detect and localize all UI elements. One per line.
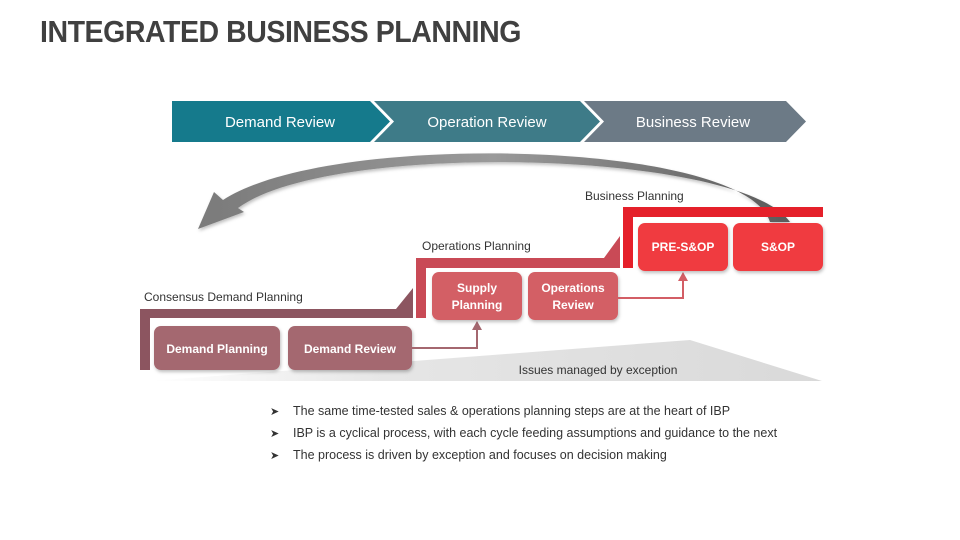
chevron-label-demand-review: Demand Review (225, 114, 335, 131)
box-label-demand-planning: Demand Planning (166, 342, 267, 356)
box-label-demand-review: Demand Review (304, 342, 397, 356)
step-frame-business (623, 207, 823, 268)
box-supply-planning (432, 272, 522, 320)
chevron-label-operation-review: Operation Review (427, 114, 546, 131)
box-label-operations-review-line1: Operations (541, 281, 605, 295)
arrowhead-bullet-icon: ➤ (270, 427, 280, 440)
bullet-text: IBP is a cyclical process, with each cyc… (293, 426, 778, 440)
chevron-label-business-review: Business Review (636, 114, 750, 131)
stage-consensus-demand-planning: Consensus Demand Planning Demand Plannin… (140, 288, 413, 370)
box-pre-sop (638, 223, 728, 271)
exception-label: Issues managed by exception (519, 363, 678, 377)
bullet-list: ➤ The same time-tested sales & operation… (270, 400, 777, 466)
box-demand-review (288, 326, 412, 370)
chevron-process-bar: Demand Review Operation Review Business … (172, 101, 806, 142)
curved-return-arrow-icon (198, 153, 790, 229)
box-operations-review (528, 272, 618, 320)
bullet-item: ➤ IBP is a cyclical process, with each c… (270, 422, 777, 444)
connector-arrow-1 (412, 321, 482, 349)
bullet-text: The process is driven by exception and f… (293, 448, 667, 462)
arrowhead-bullet-icon: ➤ (270, 405, 280, 418)
box-label-operations-review-line2: Review (552, 298, 594, 312)
box-label-supply-planning-line2: Planning (452, 298, 503, 312)
bullet-item: ➤ The same time-tested sales & operation… (270, 400, 777, 422)
stage-label-operations: Operations Planning (422, 239, 531, 253)
stage-label-consensus: Consensus Demand Planning (144, 290, 303, 304)
chevron-operation-review (374, 101, 600, 142)
box-label-supply-planning-line1: Supply (457, 281, 497, 295)
bullet-text: The same time-tested sales & operations … (293, 404, 731, 418)
bullet-item: ➤ The process is driven by exception and… (270, 444, 777, 466)
connector-arrow-2 (618, 272, 688, 299)
exception-shading (150, 340, 822, 381)
stage-operations-planning: Operations Planning Supply Planning Oper… (416, 236, 620, 320)
box-sop (733, 223, 823, 271)
box-label-pre-sop: PRE-S&OP (652, 240, 715, 254)
box-demand-planning (154, 326, 280, 370)
stage-business-planning: Business Planning PRE-S&OP S&OP (585, 189, 823, 271)
page-title: INTEGRATED BUSINESS PLANNING (40, 14, 521, 49)
chevron-business-review (584, 101, 806, 142)
arrowhead-bullet-icon: ➤ (270, 449, 280, 462)
chevron-demand-review (172, 101, 390, 142)
stage-label-business: Business Planning (585, 189, 684, 203)
box-label-sop: S&OP (761, 240, 795, 254)
